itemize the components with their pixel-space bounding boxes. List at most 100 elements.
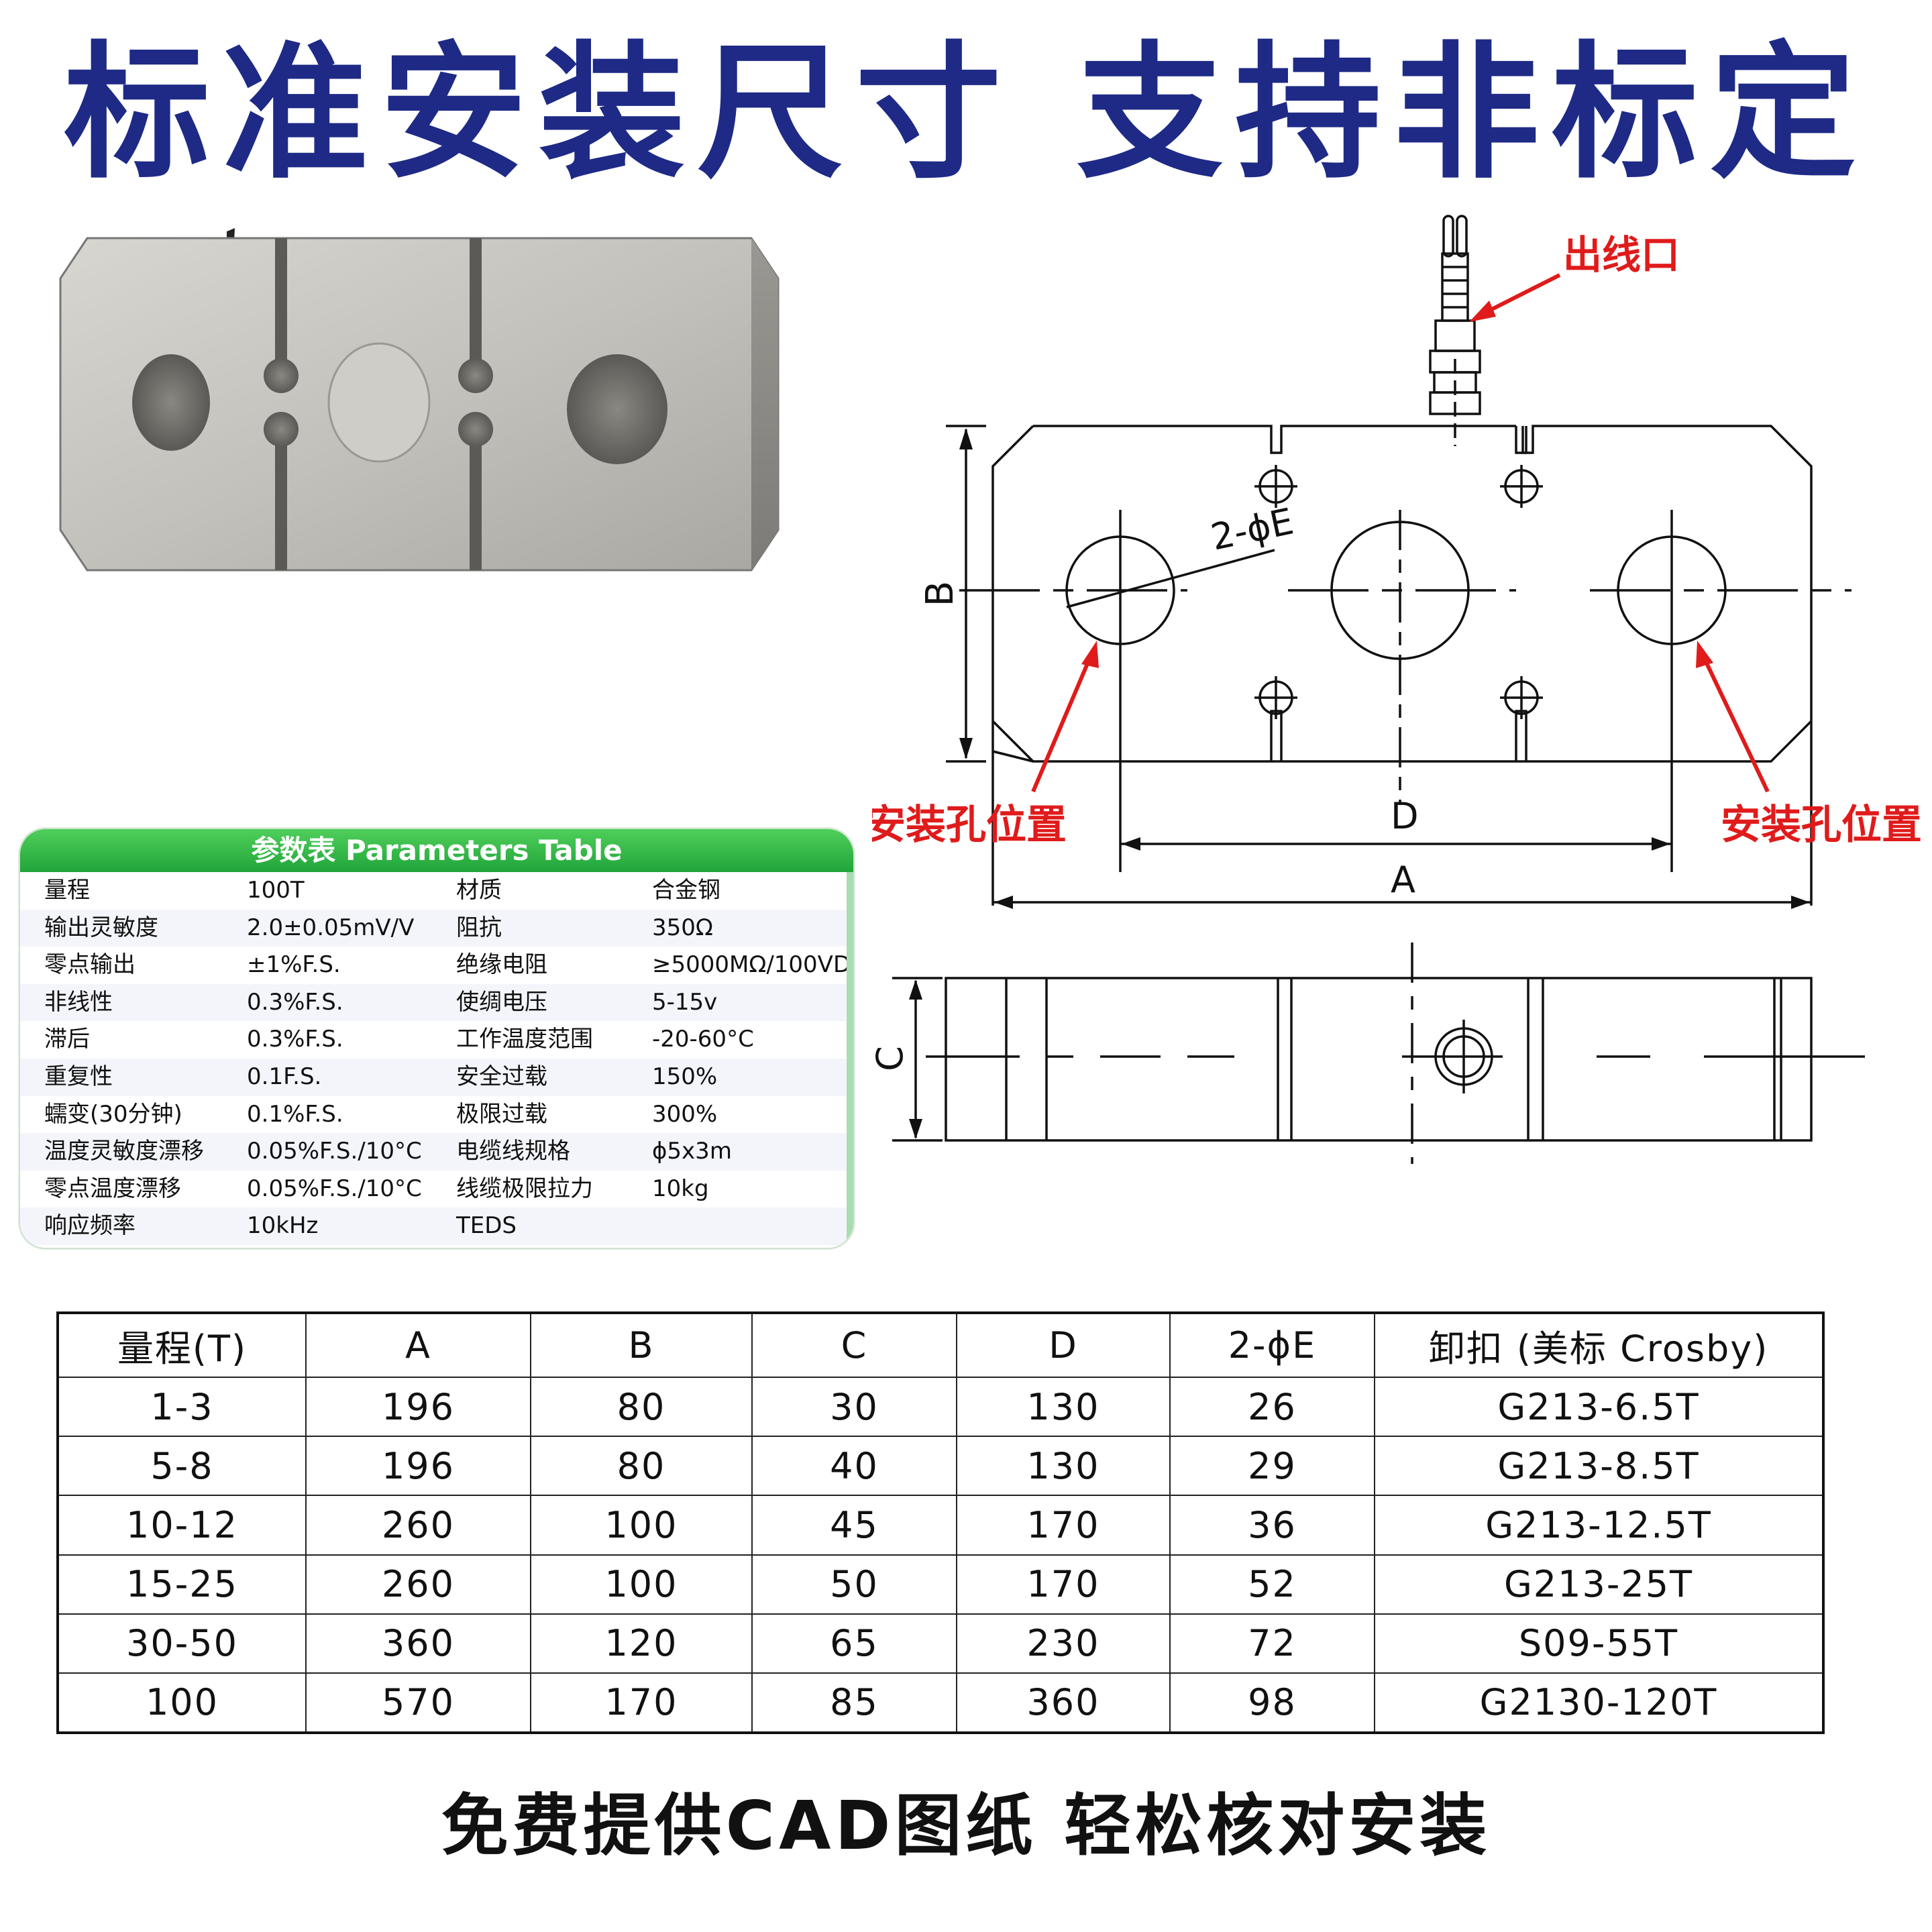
parameter-value: 0.05%F.S./10°C — [247, 1138, 422, 1165]
parameter-name: 材质 — [456, 877, 502, 904]
column-header: D — [956, 1311, 1171, 1379]
table-cell: G2130-120T — [1374, 1672, 1824, 1734]
table-cell: 170 — [530, 1672, 753, 1734]
hole-label-right: 安装孔位置 — [1721, 802, 1922, 849]
parameter-value: -20-60°C — [652, 1026, 754, 1053]
table-cell: 10-12 — [57, 1495, 307, 1556]
table-cell: 85 — [751, 1672, 957, 1734]
parameter-row: 温度灵敏度漂移 0.05%F.S./10°C 电缆线规格 ϕ5x3m — [20, 1133, 853, 1171]
table-cell: 260 — [305, 1554, 531, 1615]
table-cell: 100 — [530, 1495, 753, 1556]
table-cell: 30-50 — [57, 1613, 307, 1674]
parameter-name: 线缆极限拉力 — [456, 1175, 593, 1202]
parameter-name: 响应频率 — [44, 1212, 136, 1240]
column-header: 2-ϕE — [1169, 1311, 1375, 1379]
parameter-value: ϕ5x3m — [652, 1138, 732, 1165]
table-cell: 45 — [751, 1495, 957, 1556]
dim-d-label: D — [1391, 795, 1419, 837]
table-cell: 570 — [305, 1672, 531, 1734]
dim-a-label: A — [1391, 859, 1415, 901]
parameter-name: 绝缘电阻 — [456, 951, 547, 979]
table-cell: G213-6.5T — [1374, 1377, 1824, 1438]
parameter-value: 10kg — [652, 1175, 709, 1202]
parameter-name: 电缆线规格 — [456, 1138, 570, 1165]
parameter-name: 输出灵敏度 — [44, 914, 158, 941]
parameter-name: 温度灵敏度漂移 — [44, 1138, 204, 1165]
parameter-value: 300% — [652, 1100, 718, 1128]
parameter-value: 150% — [652, 1063, 718, 1090]
dim-e-label: 2-ϕE — [1208, 500, 1297, 558]
table-cell: 120 — [530, 1613, 753, 1674]
parameter-name: 滞后 — [44, 1026, 90, 1053]
parameter-name: 零点输出 — [44, 951, 136, 979]
table-cell: 30 — [751, 1377, 957, 1438]
table-cell: 80 — [530, 1377, 753, 1438]
parameter-name: 阻抗 — [456, 914, 502, 941]
column-header: 卸扣 (美标 Crosby) — [1374, 1311, 1824, 1379]
parameter-value: 5-15v — [652, 988, 718, 1016]
hole-label-left: 安装孔位置 — [872, 802, 1067, 849]
table-cell: 230 — [956, 1613, 1171, 1674]
table-cell: 72 — [1169, 1613, 1375, 1674]
parameter-value: 10kHz — [247, 1212, 319, 1240]
table-cell: 196 — [305, 1436, 531, 1497]
table-cell: 36 — [1169, 1495, 1375, 1556]
parameter-value: 0.3%F.S. — [247, 988, 343, 1016]
column-header: C — [751, 1311, 957, 1379]
table-cell: 170 — [956, 1554, 1171, 1615]
table-cell: 29 — [1169, 1436, 1375, 1497]
parameter-name: 极限过载 — [456, 1100, 547, 1128]
parameter-name: 安全过载 — [456, 1063, 547, 1090]
table-cell: 360 — [956, 1672, 1171, 1734]
table-cell: 52 — [1169, 1554, 1375, 1615]
parameter-value: 0.05%F.S./10°C — [247, 1175, 422, 1202]
parameter-value: ±1%F.S. — [247, 951, 341, 979]
top-view-final: 出线口 安装孔位置 安装孔位置 2-ϕE B D A — [872, 201, 1932, 939]
table-cell: 15-25 — [57, 1554, 307, 1615]
table-cell: G213-8.5T — [1374, 1436, 1824, 1497]
column-header: 量程(T) — [57, 1311, 307, 1379]
parameter-name: 蠕变(30分钟) — [44, 1100, 182, 1128]
table-cell: G213-12.5T — [1374, 1495, 1824, 1556]
parameter-value: 100T — [247, 877, 305, 904]
parameters-title: 参数表 Parameters Table — [20, 829, 853, 872]
table-cell: 196 — [305, 1377, 531, 1438]
table-cell: 5-8 — [57, 1436, 307, 1497]
column-header: B — [530, 1311, 753, 1379]
table-cell: 100 — [57, 1672, 307, 1734]
table-cell: 1-3 — [57, 1377, 307, 1438]
parameter-row: 响应频率 10kHz TEDS — [20, 1208, 853, 1245]
table-cell: G213-25T — [1374, 1554, 1824, 1615]
dim-c-label: C — [872, 1046, 911, 1071]
table-cell: 50 — [751, 1554, 957, 1615]
table-cell: 26 — [1169, 1377, 1375, 1438]
parameter-name: 量程 — [44, 877, 90, 904]
parameter-name: 工作温度范围 — [456, 1026, 593, 1053]
table-cell: 260 — [305, 1495, 531, 1556]
table-cell: 40 — [751, 1436, 957, 1497]
parameter-name: TEDS — [456, 1212, 517, 1240]
table-cell: 170 — [956, 1495, 1171, 1556]
table-cell: 130 — [956, 1436, 1171, 1497]
parameter-row: 零点输出±1%F.S.绝缘电阻≥5000MΩ/100VDC — [20, 947, 853, 984]
table-cell: 80 — [530, 1436, 753, 1497]
parameter-name: 使绸电压 — [456, 988, 547, 1016]
side-view-drawing: C — [872, 932, 1932, 1187]
parameter-row: 非线性 0.3%F.S. 使绸电压 5-15v — [20, 983, 853, 1022]
parameter-name: 非线性 — [44, 988, 113, 1016]
